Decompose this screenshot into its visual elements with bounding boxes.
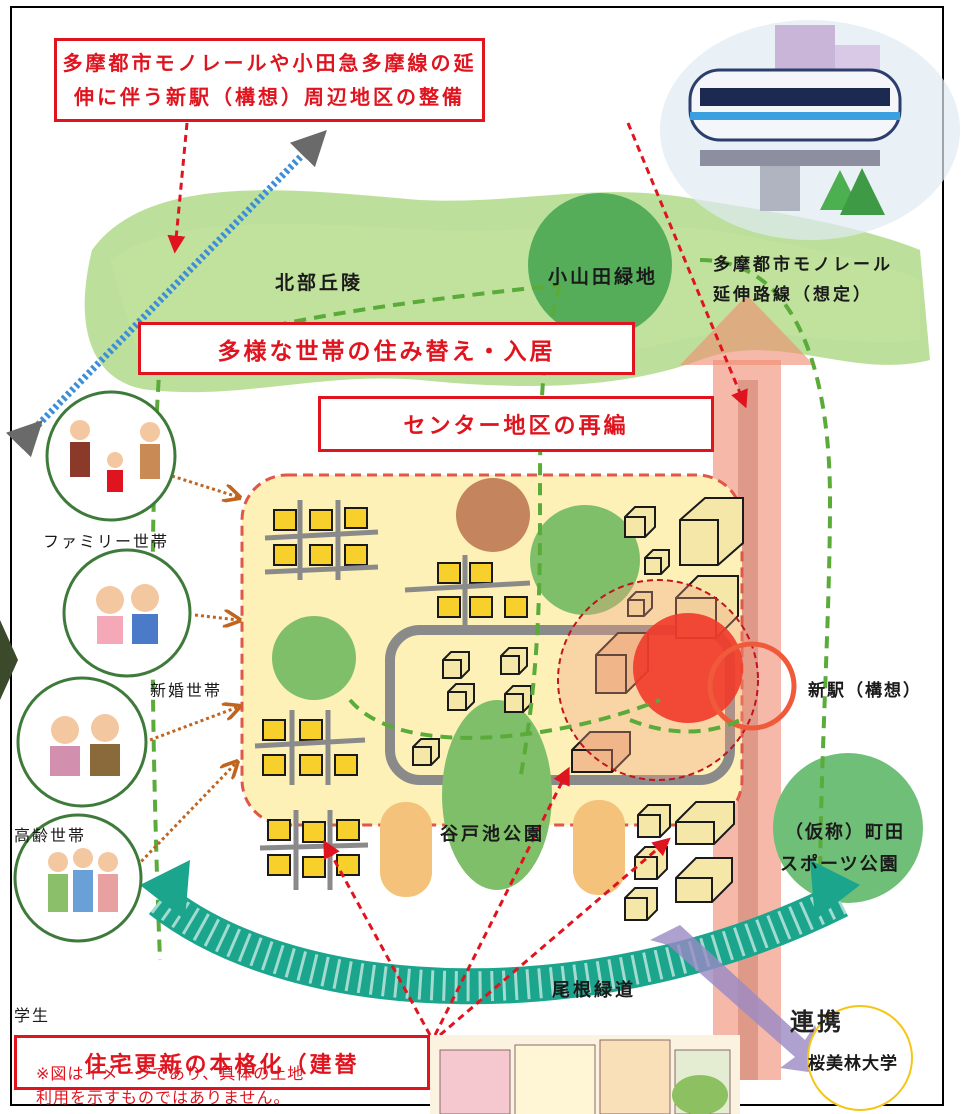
obirin-univ-circle bbox=[807, 1005, 913, 1111]
header-line-2: 伸に伴う新駅（構想）周辺地区の整備 bbox=[74, 85, 465, 109]
grid-block-nw bbox=[264, 500, 379, 580]
header-box: 多摩都市モノレールや小田急多摩線の延 伸に伴う新駅（構想）周辺地区の整備 bbox=[54, 38, 485, 122]
household-label-student: 学生 bbox=[14, 1006, 51, 1025]
household-label-family: ファミリー世帯 bbox=[43, 532, 170, 551]
housing-renewal-box: 住宅更新の本格化（建替 bbox=[14, 1035, 430, 1090]
grid-block-center bbox=[404, 555, 531, 625]
koyamada-green bbox=[528, 193, 672, 337]
shopping-street-illustration bbox=[430, 1035, 740, 1114]
monorail-route-label-2: 延伸路線（想定） bbox=[713, 285, 873, 305]
collaboration-arrow bbox=[650, 925, 830, 1075]
sports-park-label-2: スポーツ公園 bbox=[780, 854, 900, 875]
newlywed-icon bbox=[62, 548, 192, 678]
family-icon bbox=[45, 390, 177, 522]
sports-park-label-1: （仮称）町田 bbox=[785, 822, 905, 843]
note-line-1: ※図はイメージであり、具体の土地 bbox=[36, 1064, 305, 1083]
koyamada-label: 小山田緑地 bbox=[548, 266, 659, 288]
grid-block-w bbox=[254, 710, 366, 785]
household-label-newlywed: 新婚世帯 bbox=[150, 681, 223, 700]
district-park-west bbox=[272, 616, 356, 700]
red-dashed-arrows bbox=[167, 122, 748, 1037]
district-orange-block-1 bbox=[380, 802, 432, 897]
apartment-buildings bbox=[412, 497, 744, 921]
ridge-path-label: 尾根緑道 bbox=[552, 980, 636, 1001]
blue-dotted-arrow bbox=[5, 129, 327, 458]
district-orange-block-2 bbox=[573, 800, 625, 895]
student-icon bbox=[13, 813, 143, 943]
ridge-path bbox=[140, 860, 860, 1005]
district-park-brown bbox=[456, 478, 530, 552]
grid-block-sw bbox=[259, 810, 369, 890]
district-park-north bbox=[530, 505, 640, 615]
new-station-label: 新駅（構想） bbox=[808, 681, 922, 701]
monorail-illustration bbox=[660, 20, 960, 240]
household-label-elderly: 高齢世帯 bbox=[14, 826, 87, 845]
elderly-icon bbox=[16, 676, 148, 808]
diverse-households-box: 多様な世帯の住み替え・入居 bbox=[138, 322, 635, 375]
monorail-route-label-1: 多摩都市モノレール bbox=[713, 255, 893, 275]
header-line-1: 多摩都市モノレールや小田急多摩線の延 bbox=[62, 51, 477, 75]
note-line-2: 利用を示すものではありません。 bbox=[36, 1088, 291, 1107]
station-ring bbox=[707, 641, 797, 731]
obirin-univ-label: 桜美林大学 bbox=[808, 1054, 898, 1074]
collaboration-label: 連携 bbox=[790, 1008, 844, 1036]
yatoike-park-label: 谷戸池公園 bbox=[440, 824, 545, 845]
station-core-red bbox=[633, 613, 743, 723]
left-edge-marker bbox=[0, 620, 18, 700]
center-reorg-box: センター地区の再編 bbox=[318, 396, 714, 452]
north-hills-label: 北部丘陵 bbox=[275, 272, 364, 294]
yatoike-park-area bbox=[442, 700, 552, 890]
brown-dotted-arrows bbox=[131, 474, 238, 872]
